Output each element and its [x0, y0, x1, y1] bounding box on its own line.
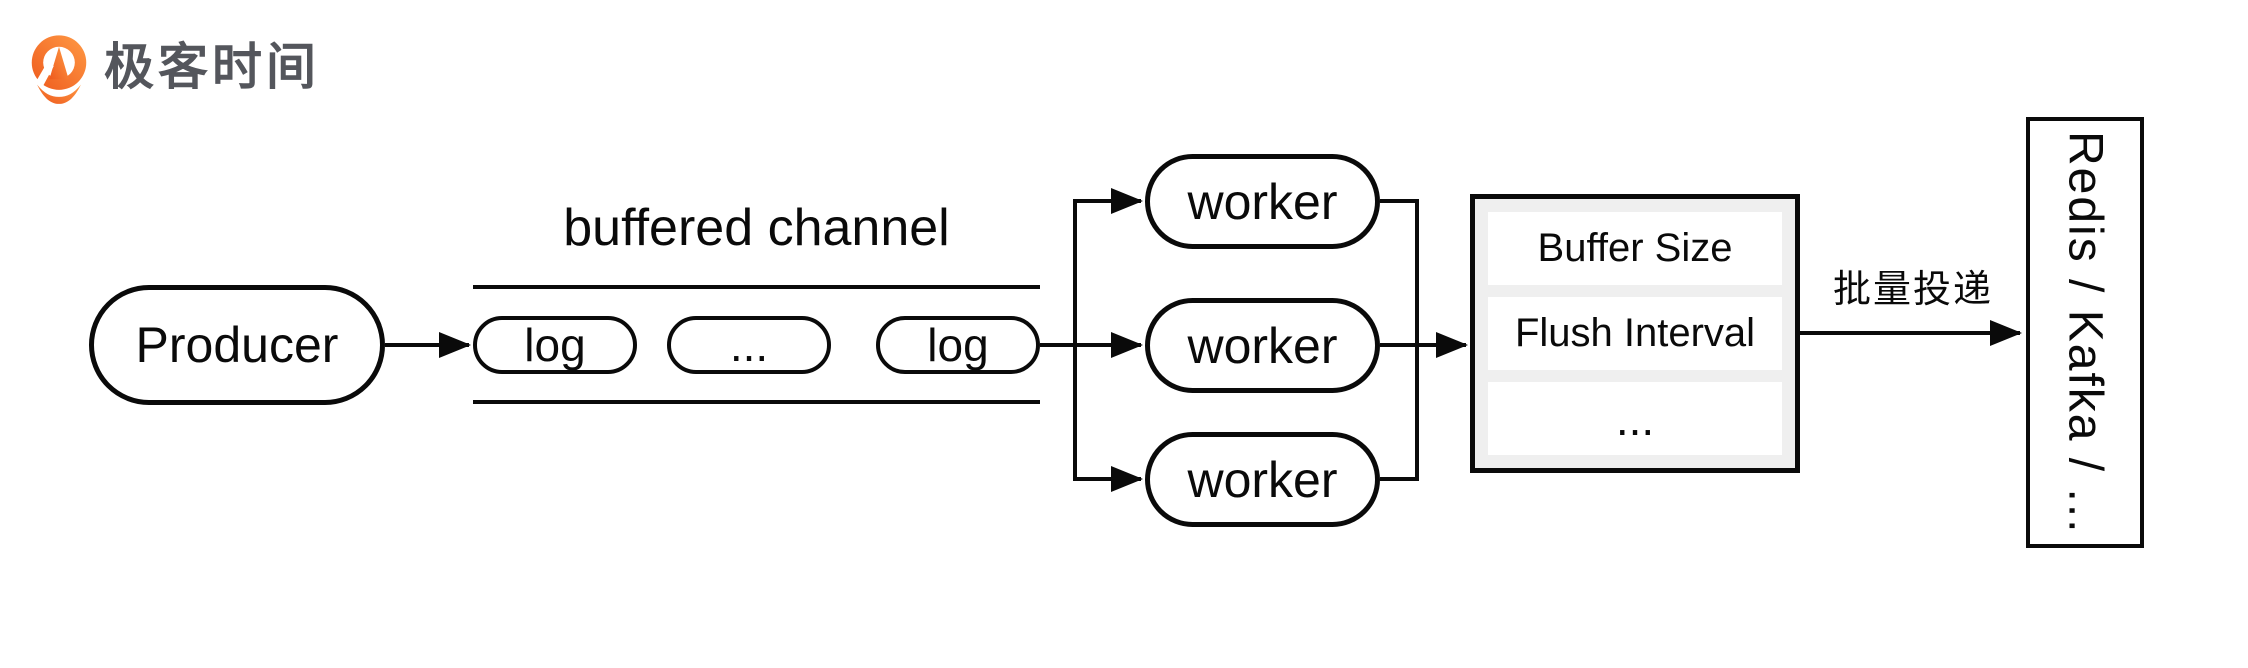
log-slot-label: log [927, 319, 989, 371]
worker-node-2: worker [1145, 298, 1380, 393]
geektime-logo-icon [31, 35, 87, 104]
producer-label: Producer [135, 317, 339, 373]
worker-node-1: worker [1145, 154, 1380, 249]
producer-node: Producer [89, 285, 385, 405]
sink-node: Redis / Kafka / ... [2026, 117, 2144, 548]
log-slot-label: log [524, 319, 586, 371]
sink-label: Redis / Kafka / ... [2058, 130, 2112, 535]
log-slot: log [473, 316, 637, 374]
log-slot-ellipsis: ... [667, 316, 831, 374]
channel-title: buffered channel [563, 199, 950, 257]
log-slot-label: ... [729, 319, 769, 371]
config-box: Buffer Size Flush Interval ... [1470, 194, 1800, 473]
config-row-ellipsis: ... [1488, 382, 1782, 455]
worker-label: worker [1187, 317, 1338, 374]
worker-label: worker [1187, 451, 1338, 508]
config-row-label: Buffer Size [1537, 226, 1733, 270]
log-slot: log [876, 316, 1040, 374]
delivery-arrow-label: 批量投递 [1832, 269, 1993, 311]
config-row-buffer-size: Buffer Size [1488, 212, 1782, 285]
worker-label: worker [1187, 173, 1338, 230]
config-row-label: ... [1615, 392, 1655, 445]
config-row-label: Flush Interval [1514, 311, 1756, 355]
worker-node-3: worker [1145, 432, 1380, 527]
config-row-flush-interval: Flush Interval [1488, 297, 1782, 370]
brand-name: 极客时间 [104, 39, 320, 95]
brand-logo: 极客时间 [30, 26, 320, 108]
